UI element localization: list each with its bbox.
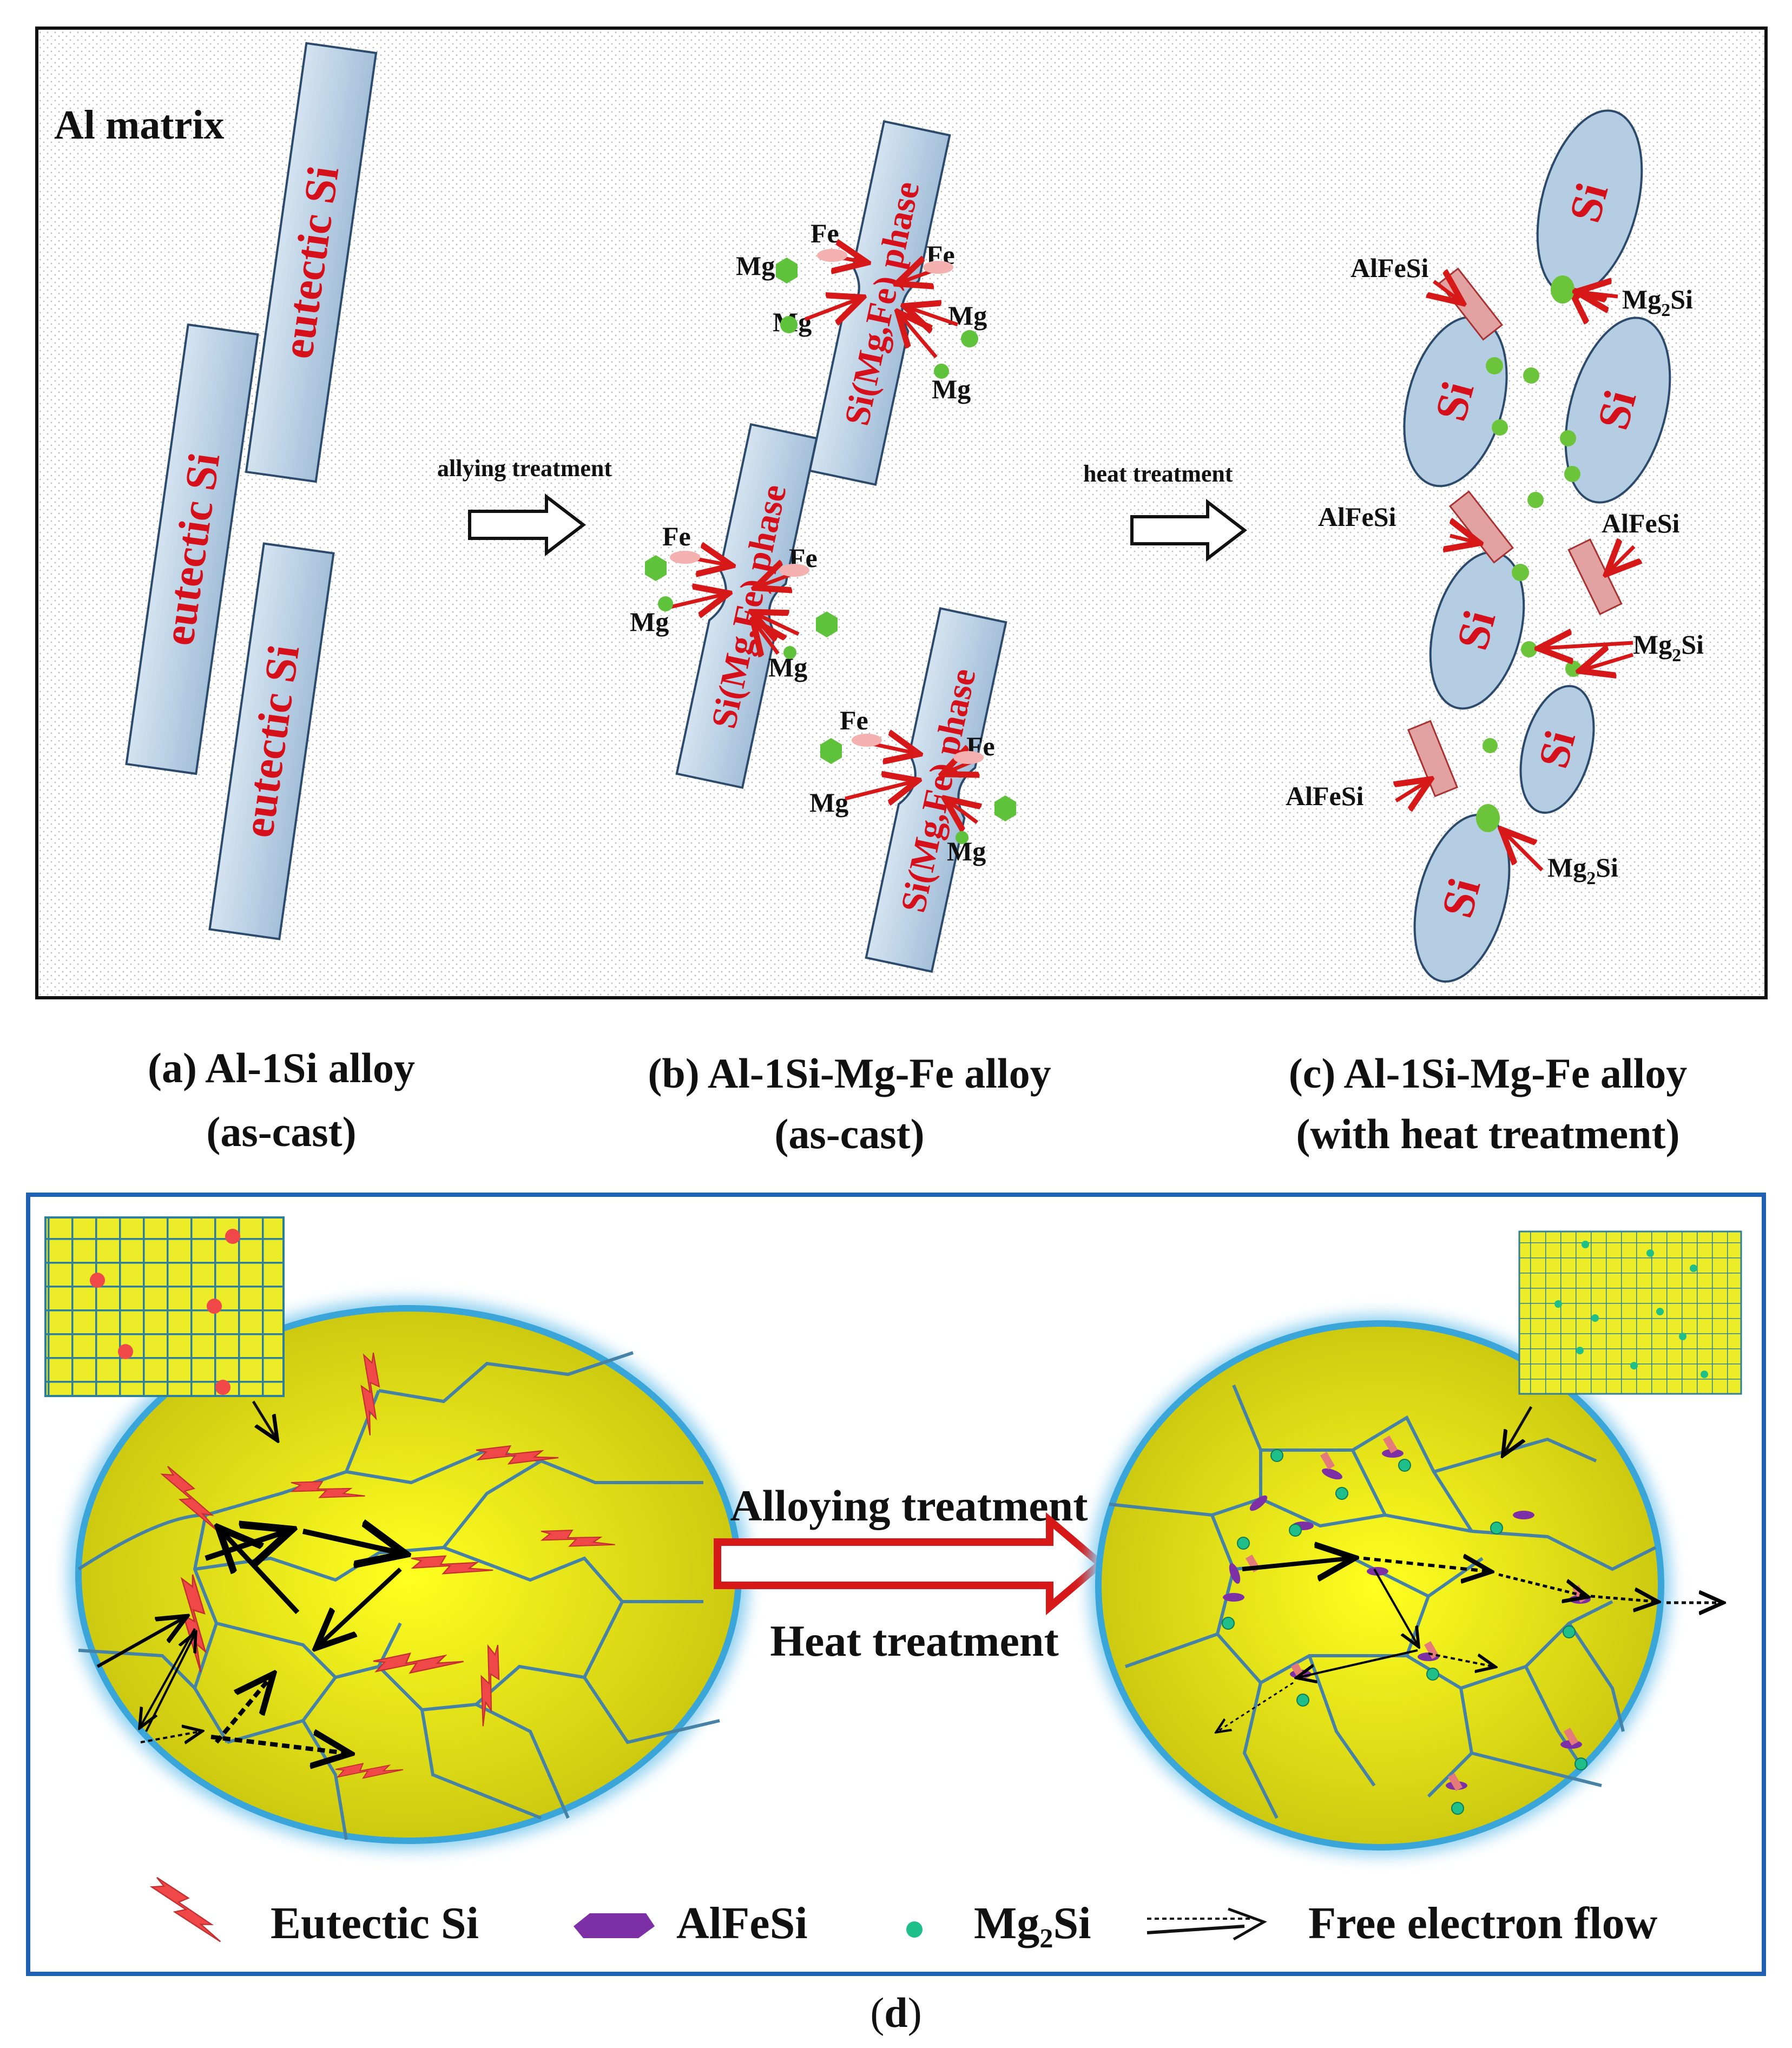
eutectic-si-bar-2: eutectic Si	[125, 323, 259, 775]
svg-text:Mg: Mg	[948, 300, 987, 331]
si-oval-5: Si	[1519, 684, 1595, 814]
si-oval-4: Si	[1429, 551, 1525, 710]
left-electron-paths	[96, 1531, 400, 1753]
right-lattice-inset	[1504, 1230, 1742, 1453]
svg-text:Mg2Si: Mg2Si	[1622, 284, 1693, 320]
svg-text:Mg2Si: Mg2Si	[1633, 629, 1704, 666]
svg-text:Mg: Mg	[736, 251, 775, 281]
si-oval-2: Si	[1403, 315, 1508, 488]
phase-3-particles	[820, 734, 1016, 844]
left-grain-oval	[68, 1299, 749, 1851]
svg-text:Mg: Mg	[809, 787, 848, 818]
phase-2-labels: Fe Fe Mg Mg	[630, 521, 818, 682]
svg-text:Fe: Fe	[811, 218, 839, 248]
svg-text:Fe: Fe	[662, 521, 691, 551]
legend-eutectic-si-label: Eutectic Si	[271, 1898, 479, 1948]
svg-text:Mg2Si: Mg2Si	[1547, 852, 1618, 888]
phase-1-labels: Fe Fe Mg Mg Mg Mg	[736, 218, 987, 404]
bottom-panel: Alloying treatment Heat treatment	[26, 1193, 1766, 1976]
al-matrix-label: Al matrix	[54, 102, 224, 148]
caption-a-line1: (a) Al-1Si alloy	[148, 1044, 415, 1091]
caption-d: (d)	[870, 1989, 921, 2036]
caption-b-line2: (as-cast)	[774, 1110, 924, 1157]
legend-mg2si-label: Mg₂Si	[974, 1898, 1091, 1948]
caption-a-line2: (as-cast)	[206, 1108, 356, 1155]
si-oval-3: Si	[1564, 317, 1671, 504]
caption-b-line1: (b) Al-1Si-Mg-Fe alloy	[648, 1050, 1051, 1097]
eutectic-si-bar-3: eutectic Si	[208, 542, 335, 940]
eutectic-si-bar-1: eutectic Si	[245, 42, 378, 483]
caption-c-line1: (c) Al-1Si-Mg-Fe alloy	[1289, 1050, 1687, 1097]
captions-abc: (a) Al-1Si alloy (as-cast) (b) Al-1Si-Mg…	[148, 1044, 1687, 1157]
caption-c-line2: (with heat treatment)	[1296, 1110, 1679, 1157]
legend-electron-flow-icon	[1147, 1907, 1267, 1941]
si-oval-6: Si	[1413, 813, 1511, 983]
alloying-treatment-label: Alloying treatment	[730, 1481, 1088, 1530]
phase-1-particles	[776, 249, 978, 379]
svg-text:AlFeSi: AlFeSi	[1318, 502, 1396, 532]
si-ovals: Si Si Si Si Si Si	[1403, 109, 1671, 983]
legend: Eutectic Si AlFeSi Mg₂Si Free electron f…	[142, 1876, 1658, 1948]
svg-text:AlFeSi: AlFeSi	[1350, 253, 1429, 283]
heat-treatment-arrow	[1130, 498, 1247, 562]
treatment-arrow	[714, 1512, 1106, 1616]
alfesi-labels: AlFeSi AlFeSi AlFeSi AlFeSi	[1286, 253, 1680, 811]
mg2si-labels: Mg2Si Mg2Si Mg2Si	[1547, 284, 1704, 888]
phase-2-particles	[645, 551, 838, 659]
svg-text:Fe: Fe	[840, 705, 868, 735]
svg-text:Mg: Mg	[630, 607, 669, 637]
legend-alfesi-label: AlFeSi	[676, 1898, 808, 1948]
right-mg2si-dots	[1222, 1449, 1587, 1815]
phase-3-labels: Fe Fe Mg Mg	[809, 705, 995, 866]
heat-treatment-label-d: Heat treatment	[770, 1616, 1059, 1665]
right-electron-paths	[1217, 1558, 1721, 1731]
svg-text:Mg: Mg	[932, 374, 971, 404]
mg2si-dots	[1476, 275, 1582, 832]
left-lattice-inset	[44, 1216, 285, 1438]
heat-treatment-label: heat treatment	[1083, 460, 1233, 487]
si-oval-1: Si	[1536, 109, 1643, 297]
legend-alfesi-icon	[574, 1913, 655, 1938]
allying-treatment-arrow	[468, 493, 586, 557]
svg-text:AlFeSi: AlFeSi	[1602, 508, 1680, 538]
top-panel: Al matrix eutectic Si eutectic Si eutect…	[35, 27, 1768, 999]
legend-mg2si-icon	[906, 1921, 923, 1938]
svg-text:AlFeSi: AlFeSi	[1286, 781, 1364, 811]
allying-treatment-label: allying treatment	[437, 455, 612, 482]
legend-free-electron-flow-label: Free electron flow	[1308, 1898, 1658, 1948]
